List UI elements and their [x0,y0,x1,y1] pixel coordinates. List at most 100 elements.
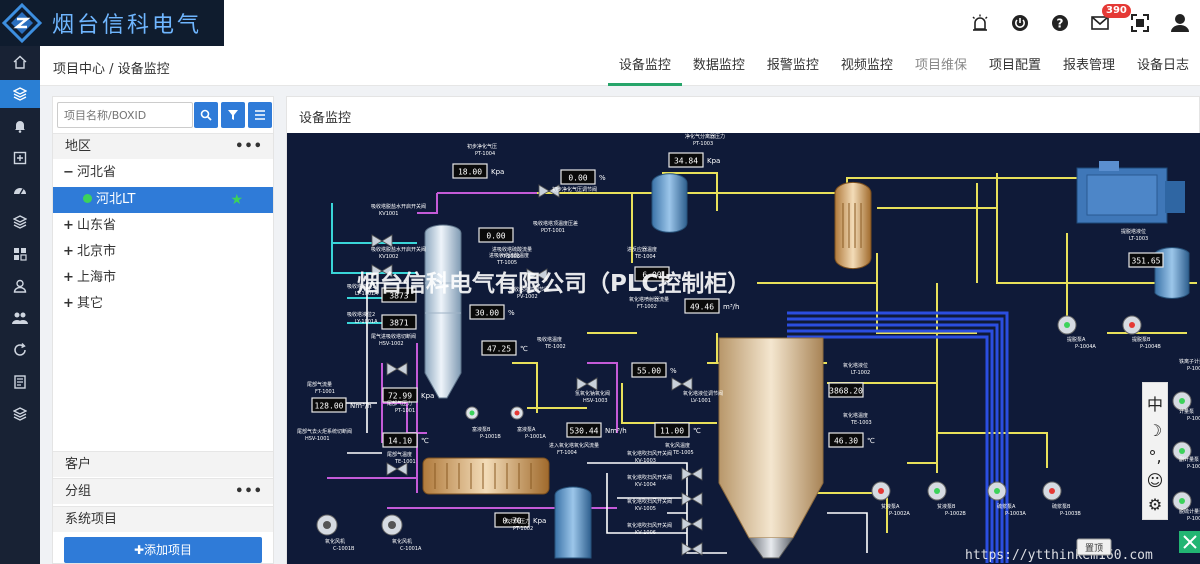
equipment-tag: LT-1002 [851,370,870,376]
tree-item-other[interactable]: +其它 [63,296,104,311]
tab-video-monitor[interactable]: 视频监控 [840,58,893,73]
readout-unit: ℃ [520,345,528,353]
readout-display: 14.10℃ [382,432,429,448]
document-icon[interactable] [0,368,40,396]
valves [371,184,703,556]
refresh-icon[interactable] [0,336,40,364]
equipment-tag: PDT-1001 [541,228,565,234]
equipment-label: 吸收塔塔顶温度压差 [533,220,578,227]
floating-toolbar: 中 ☽ °, ☺ ⚙ [1142,382,1168,520]
home-icon[interactable] [0,48,40,76]
help-icon[interactable]: ? [1040,0,1080,46]
equipment-label: 氧化塔吹扫风开关阀 [627,498,672,505]
equipment-label: 氧化塔喷射器流量 [629,296,669,303]
equipment-label: 初步净化气压调节阀 [552,186,597,193]
equipment-tag: FT-1004 [557,450,577,456]
search-icon [200,109,212,121]
oxidation-tower [718,337,824,559]
star-icon[interactable]: ★ [230,192,243,208]
equipment-tag: KV-1005 [635,506,656,512]
tab-project-config[interactable]: 项目配置 [988,58,1041,73]
equipment-tag: PT-1003 [693,141,713,147]
list-button[interactable] [248,102,272,128]
user-icon[interactable] [1160,0,1200,46]
power-icon[interactable] [1000,0,1040,46]
tab-maintenance[interactable]: 项目维保 [914,58,967,73]
pumps [316,315,1192,536]
readout-value: 0.70 [502,517,521,526]
tab-data-monitor[interactable]: 数据监控 [692,58,745,73]
readout-display: 46.30℃ [828,432,875,448]
white-pipes [327,282,868,554]
emoji-icon[interactable]: ☺ [1146,471,1164,490]
person-settings-icon[interactable] [0,272,40,300]
readout-value: 128.00 [315,402,344,411]
equipment-label: 尾部气压力 [387,400,412,407]
equipment-label: 尾部气流量 [307,381,332,388]
equipment-label: 富液泵B [472,426,491,433]
alarm-lamp-icon[interactable] [960,0,1000,46]
system-project-header[interactable]: 系统项目 [53,506,273,532]
add-box-icon[interactable] [0,144,40,172]
filter-button[interactable] [221,102,245,128]
search-button[interactable] [194,102,218,128]
equipment-label: 氧化风机 [392,538,412,545]
readout-display: 351.65 [1128,252,1164,268]
tab-reports[interactable]: 报表管理 [1062,58,1115,73]
equipment-label: 吸收塔脱盐水开启开关阀 [371,203,426,210]
readout-display: 30.00% [469,304,515,320]
moon-icon[interactable]: ☽ [1147,421,1163,440]
readout-display: 11.00℃ [654,422,701,438]
mail-icon[interactable]: 390 [1080,0,1131,46]
region-header[interactable]: 地区 ••• [53,133,273,159]
settings-icon[interactable]: ⚙ [1147,495,1163,514]
grid-icon[interactable] [0,240,40,268]
device-monitor-icon[interactable] [0,80,40,108]
readout-unit: m³/h [723,303,739,311]
readout-value: 14.10 [388,437,412,446]
tree-item-hebei[interactable]: −河北省 [63,165,117,180]
add-project-button[interactable]: ✚添加项目 [64,537,262,563]
equipment-tag: P-1005 [1187,366,1200,372]
more-icon[interactable]: ••• [235,484,263,499]
tree-item-hebei-lt[interactable]: 河北LT ★ [53,187,273,213]
dashboard-icon[interactable] [0,176,40,204]
more-icon[interactable]: ••• [235,139,263,154]
secondary-bar: 项目中心 / 设备监控 设备监控 数据监控 报警监控 视频监控 项目维保 项目配… [40,46,1200,86]
stack-icon[interactable] [0,400,40,428]
tree-item-shanghai[interactable]: +上海市 [63,270,117,285]
equipment-label: 氧化塔吹扫风开关阀 [627,474,672,481]
equipment-tag: FT-1001 [315,389,335,395]
tree-item-shandong[interactable]: +山东省 [63,218,117,233]
top-button[interactable]: 置顶 [1076,538,1112,556]
tab-device-log[interactable]: 设备日志 [1136,58,1189,73]
equipment-tag: P-1002B [945,511,966,517]
equipment-label: 吸收塔脱盐水开启开关阀 [371,246,426,253]
punctuation-icon[interactable]: °, [1148,447,1162,466]
tree-item-beijing[interactable]: +北京市 [63,244,117,259]
tab-alarm-monitor[interactable]: 报警监控 [766,58,819,73]
fullscreen-icon[interactable] [1120,0,1160,46]
readout-unit: Kpa [707,157,720,165]
equipment-tag: KV1002 [379,254,398,260]
equipment-label: 硫浆泵B [1052,503,1071,510]
equipment-tag: P-1004A [1075,344,1096,350]
top-header: 烟台信科电气 ? 390 [0,0,1200,46]
equipment-tag: TE-1004 [634,254,656,260]
readout-display: 3873 [381,287,417,303]
bell-icon[interactable] [0,112,40,140]
readout-value: 3868.20 [829,387,863,396]
equipment-tag: P-1002A [889,511,910,517]
monitor-panel: 设备监控 [286,96,1200,564]
search-input[interactable] [57,102,193,128]
users-icon[interactable] [0,304,40,332]
language-icon[interactable]: 中 [1146,395,1163,414]
readout-value: 30.00 [475,309,499,318]
customer-header[interactable]: 客户 [53,451,273,477]
equipment-label: 氧化塔吹扫风开关阀 [627,450,672,457]
readout-display: 47.25℃ [481,340,528,356]
group-header[interactable]: 分组 ••• [53,478,273,504]
layers-icon[interactable] [0,208,40,236]
equipment-label: 计量泵 [1179,408,1194,415]
tab-device-monitor[interactable]: 设备监控 [607,46,682,86]
